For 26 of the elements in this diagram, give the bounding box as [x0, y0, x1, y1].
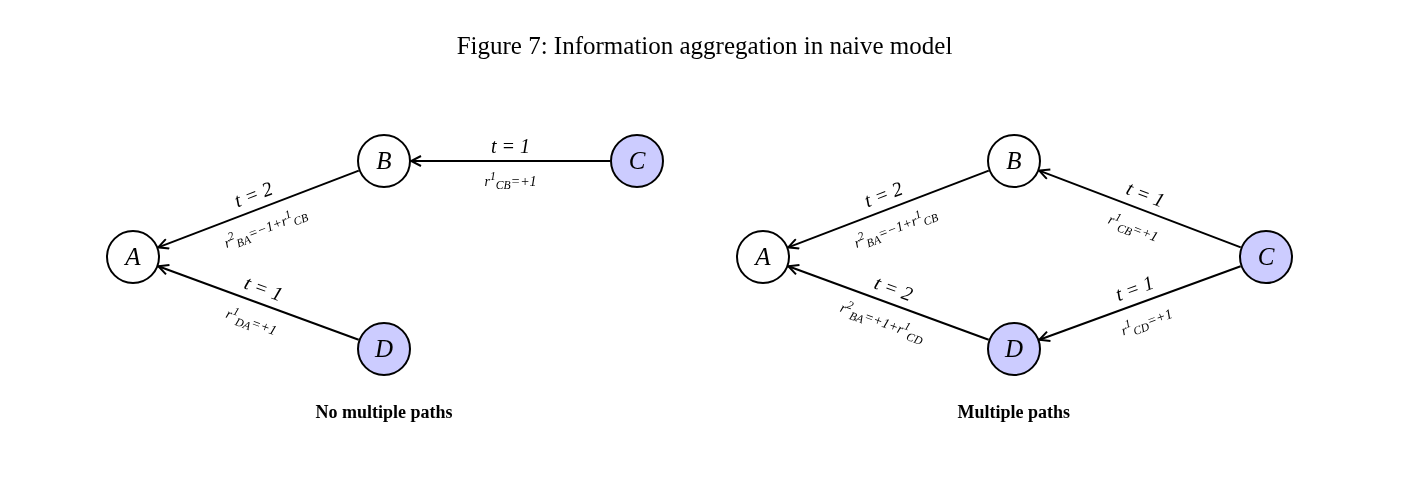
- node-circle: D: [357, 322, 411, 376]
- node-circle: C: [1239, 230, 1293, 284]
- arrow: [1038, 265, 1242, 342]
- edge-label: t = 1: [1123, 177, 1168, 213]
- edge-formula: r$^{1}$$_{CB}$=+1: [484, 170, 537, 193]
- node-circle: B: [357, 134, 411, 188]
- panel-caption: Multiple paths: [957, 401, 1071, 423]
- node-circle: D: [987, 322, 1041, 376]
- node-circle: B: [987, 134, 1041, 188]
- edge-label: t = 1: [241, 271, 286, 307]
- arrow: [1038, 168, 1242, 249]
- arrow: [787, 169, 990, 250]
- edge-label: t = 1: [491, 134, 531, 158]
- node-circle: A: [736, 230, 790, 284]
- edge-label: t = 2: [230, 177, 276, 213]
- figure-title: Figure 7: Information aggregation in naive model: [455, 32, 954, 60]
- edge-label: t = 1: [1112, 271, 1158, 307]
- edge-label: t = 2: [860, 177, 906, 213]
- panel-caption: No multiple paths: [315, 401, 453, 423]
- arrow: [157, 264, 360, 341]
- arrow: [157, 169, 360, 250]
- edge-label: t = 2: [871, 271, 916, 307]
- node-circle: A: [106, 230, 160, 284]
- arrow: [410, 155, 611, 167]
- node-circle: C: [610, 134, 664, 188]
- arrow: [787, 264, 990, 341]
